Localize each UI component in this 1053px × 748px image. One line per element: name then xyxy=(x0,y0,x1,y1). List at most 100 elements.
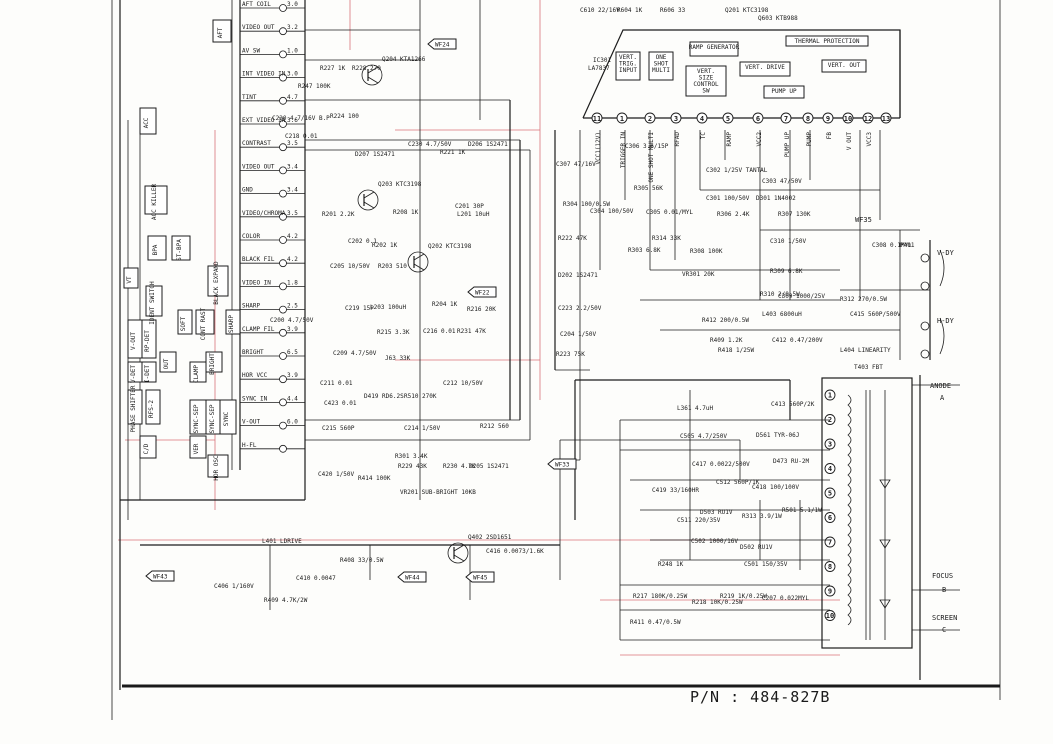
left-pin-voltage: 4.2 xyxy=(287,256,298,263)
left-pin-voltage: 4.2 xyxy=(287,233,298,240)
vertical-ic-block-label: SW xyxy=(702,88,710,95)
component-label: C309 1000/25V xyxy=(778,293,825,300)
component-label: C304 100/50V xyxy=(590,208,634,215)
left-ic-block-label: VT xyxy=(126,276,133,284)
vertical-ic-block-label: THERMAL PROTECTION xyxy=(794,38,859,45)
component-label: C302 1/25V TANTAL xyxy=(706,167,768,174)
component-label: D207 1S2471 xyxy=(355,151,395,158)
component-label: R411 0.47/0.5W xyxy=(630,619,681,626)
vertical-ic-pin-number: 10 xyxy=(844,115,852,123)
fbt-pin xyxy=(824,610,836,621)
left-signal-label: CLAMP FIL xyxy=(242,326,275,333)
waveform-tag-label: WF24 xyxy=(435,42,450,49)
component-label: R204 1K xyxy=(432,301,458,308)
left-pin-voltage: 3.4 xyxy=(287,187,298,194)
left-pin-dot xyxy=(279,259,287,268)
left-pin-dot xyxy=(279,398,287,407)
left-ic-block xyxy=(127,389,143,425)
transistor-ref: Q402 2SD1651 xyxy=(468,534,512,541)
component-label: C419 33/160HR xyxy=(652,487,699,494)
vertical-ic-pin xyxy=(644,112,656,124)
component-label: C416 0.0073/1.6K xyxy=(486,548,544,555)
left-ic-block-label: C/D xyxy=(143,443,150,454)
component-label: D419 RD6.2S xyxy=(364,393,404,400)
vertical-ic-pin xyxy=(802,112,814,124)
left-signal-label: VIDEO OUT xyxy=(242,24,275,31)
component-label: D206 1S2471 xyxy=(468,141,508,148)
wf35-tag: WF35 xyxy=(855,216,872,224)
component-label: R231 47K xyxy=(457,328,486,335)
component-label: C502 1000/16V xyxy=(691,538,738,545)
component-label: C201 30P xyxy=(455,203,484,210)
part-number: P/N : 484-827B xyxy=(690,688,830,706)
vertical-ic-pin-number: 1 xyxy=(620,115,624,123)
component-label: R409 1.2K xyxy=(710,337,743,344)
component-label: T403 FBT xyxy=(854,364,883,371)
vertical-ic-pin-number: 6 xyxy=(756,115,760,123)
left-ic-block xyxy=(145,285,163,317)
left-signal-label: HOR VCC xyxy=(242,372,268,379)
vertical-ic-block xyxy=(739,61,791,77)
left-signal-label: INT VIDEO IN xyxy=(242,71,286,78)
left-ic-block xyxy=(219,399,237,435)
component-label: C511 220/35V xyxy=(677,517,721,524)
left-pin-dot xyxy=(279,421,287,430)
vertical-ic-pin xyxy=(822,112,834,124)
vertical-ic-pin-number: 5 xyxy=(726,115,730,123)
vertical-ic-pin-name: RAMP xyxy=(726,132,733,147)
component-label: L401 LDRIVE xyxy=(262,538,302,545)
fbt-pin-number: 5 xyxy=(828,490,832,498)
left-pin-voltage: 3.2 xyxy=(287,24,298,31)
left-pin-voltage: 3.4 xyxy=(287,163,298,170)
vertical-ic-block-label: ONE xyxy=(656,54,667,61)
v-dy-label: V-DY xyxy=(937,249,955,257)
left-pin-dot xyxy=(279,166,287,175)
left-ic-block-label: V-OUT xyxy=(130,332,137,350)
component-label: R208 1K xyxy=(393,209,419,216)
left-ic-block-label: BLACK EXPAND xyxy=(213,261,220,305)
component-label: C417 0.0022/500V xyxy=(692,461,750,468)
left-pin-voltage: 3.9 xyxy=(287,326,298,333)
left-ic-block-label: HOR OSC xyxy=(213,455,220,481)
component-label: C303 47/50V xyxy=(762,178,802,185)
left-signal-label: CONTRAST xyxy=(242,140,271,147)
left-signal-label: AFT COIL xyxy=(242,1,271,8)
vertical-ic-block-label: VERT. DRIVE xyxy=(745,64,785,71)
transistor-symbol xyxy=(407,251,429,273)
left-ic-block xyxy=(147,235,167,261)
component-label: R248 1K xyxy=(658,561,684,568)
left-ic-block-label: OUT xyxy=(163,358,170,369)
component-label: R604 1K xyxy=(617,7,643,14)
component-label: C214 1/50V xyxy=(404,425,441,432)
component-label: R501 5.1/1W xyxy=(782,507,822,514)
fbt-pin-number: 9 xyxy=(828,588,832,596)
vertical-ic-pin-number: 11 xyxy=(593,115,601,123)
left-pin-voltage: 4.4 xyxy=(287,395,298,402)
vertical-ic-pin xyxy=(752,112,764,124)
component-label: R230 4.7K xyxy=(443,463,476,470)
left-pin-voltage: 6.5 xyxy=(287,349,298,356)
vertical-ic-pin-name: PUMP xyxy=(806,132,813,147)
component-label: R215 3.3K xyxy=(377,329,410,336)
left-ic-block xyxy=(171,235,191,261)
fbt-pin-number: 7 xyxy=(828,539,832,547)
left-ic-block-label: AFT xyxy=(217,27,224,38)
component-label: C216 0.01 xyxy=(423,328,456,335)
component-label: R510 270K xyxy=(404,393,437,400)
vertical-ic-block-label: PUMP UP xyxy=(771,88,797,95)
left-signal-label: VIDEO OUT xyxy=(242,163,275,170)
left-pin-dot xyxy=(279,444,287,453)
component-label: C501 150/35V xyxy=(744,561,788,568)
left-ic-block-label: IDENT SWITCH xyxy=(149,281,156,325)
left-ic-block xyxy=(212,19,232,43)
left-ic-block-label: VER xyxy=(193,443,200,454)
vertical-ic-pin-number: 12 xyxy=(864,115,872,123)
component-label: R303 6.8K xyxy=(628,247,661,254)
vertical-ic-pin xyxy=(591,112,603,124)
vertical-ic-block-label: MULTI xyxy=(652,67,670,74)
component-label: R310 2/0.5W xyxy=(760,291,800,298)
